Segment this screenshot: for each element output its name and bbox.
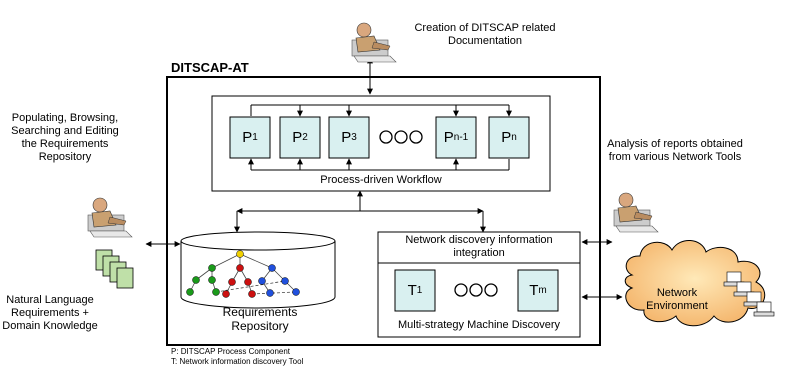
- process-label-sub: n-1: [453, 132, 469, 143]
- annotation-top: Creation of DITSCAP related Documentatio…: [414, 22, 556, 47]
- network-integration-label: Network discovery information integratio…: [405, 234, 553, 259]
- system-title: DITSCAP-AT: [171, 60, 249, 75]
- process-label-sub: 2: [302, 132, 308, 143]
- process-label-base: P: [341, 129, 352, 146]
- process-box-p1: [229, 116, 271, 159]
- workflow-bottom-connectors: [248, 158, 510, 171]
- legend-p: P: DITSCAP Process Component: [171, 347, 291, 356]
- workflow-to-components-arrows: [234, 190, 486, 233]
- annotation-right: Analysis of reports obtained from variou…: [607, 138, 743, 163]
- annotation-left-bottom: Natural Language Requirements + Domain K…: [2, 294, 98, 332]
- requirements-repository-cylinder: [180, 231, 336, 309]
- legend-t: T: Network information discovery Tool: [171, 357, 304, 366]
- external-arrows: [145, 57, 623, 300]
- process-label-sub: n: [511, 132, 517, 143]
- tool-label-base: T: [529, 282, 539, 299]
- repository-label: Requirements Repository: [222, 305, 298, 333]
- annotation-left-top: Populating, Browsing, Searching and Edit…: [11, 112, 119, 163]
- process-label-sub: 1: [252, 132, 258, 143]
- tool-box-tm: [517, 269, 559, 312]
- process-label-base: P: [292, 129, 303, 146]
- network-environment-label: Network Environment: [646, 287, 708, 312]
- tool-box-t1: [394, 269, 436, 312]
- network-cloud-icon: [624, 240, 766, 327]
- process-label-base: P: [443, 129, 454, 146]
- process-box-pn-1: [435, 116, 477, 159]
- process-box-p2: [279, 116, 321, 159]
- process-label-base: P: [242, 129, 253, 146]
- process-box-p3: [328, 116, 370, 159]
- computer-icons: [723, 271, 775, 317]
- person-icon-right: [613, 192, 659, 233]
- requirements-tree-nodes: [186, 250, 300, 298]
- discovery-caption: Multi-strategy Machine Discovery: [398, 319, 560, 331]
- process-label-base: P: [501, 129, 512, 146]
- tool-label-sub: m: [538, 285, 547, 296]
- process-ellipsis: [379, 130, 423, 144]
- process-box-pn: [488, 116, 530, 159]
- process-label-sub: 3: [351, 132, 357, 143]
- workflow-caption: Process-driven Workflow: [320, 174, 442, 186]
- workflow-top-connectors: [250, 104, 512, 117]
- document-stack-icon: [95, 249, 134, 289]
- tool-label-sub: 1: [416, 285, 423, 296]
- person-icon-left: [87, 197, 133, 238]
- tool-label-base: T: [407, 282, 417, 299]
- tool-ellipsis: [454, 283, 498, 297]
- person-icon-top: [351, 22, 397, 63]
